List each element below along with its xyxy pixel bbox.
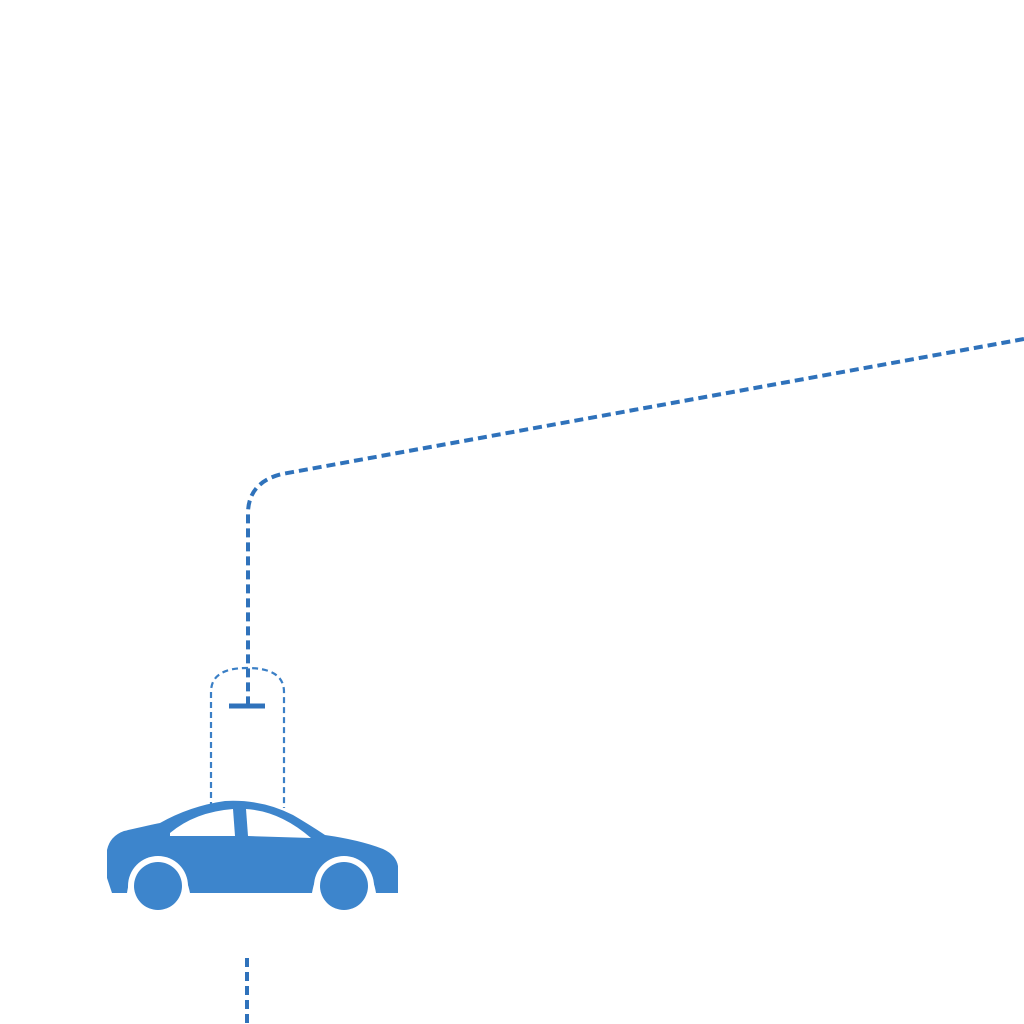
car-front-wheel	[134, 862, 182, 910]
car-rear-wheel	[320, 862, 368, 910]
car-front-window	[170, 809, 235, 836]
route-path	[246, 337, 1024, 706]
car-rear-window	[246, 809, 311, 838]
sensor-capsule-outline	[209, 666, 286, 808]
car-icon	[107, 800, 398, 916]
car-body	[107, 800, 398, 893]
